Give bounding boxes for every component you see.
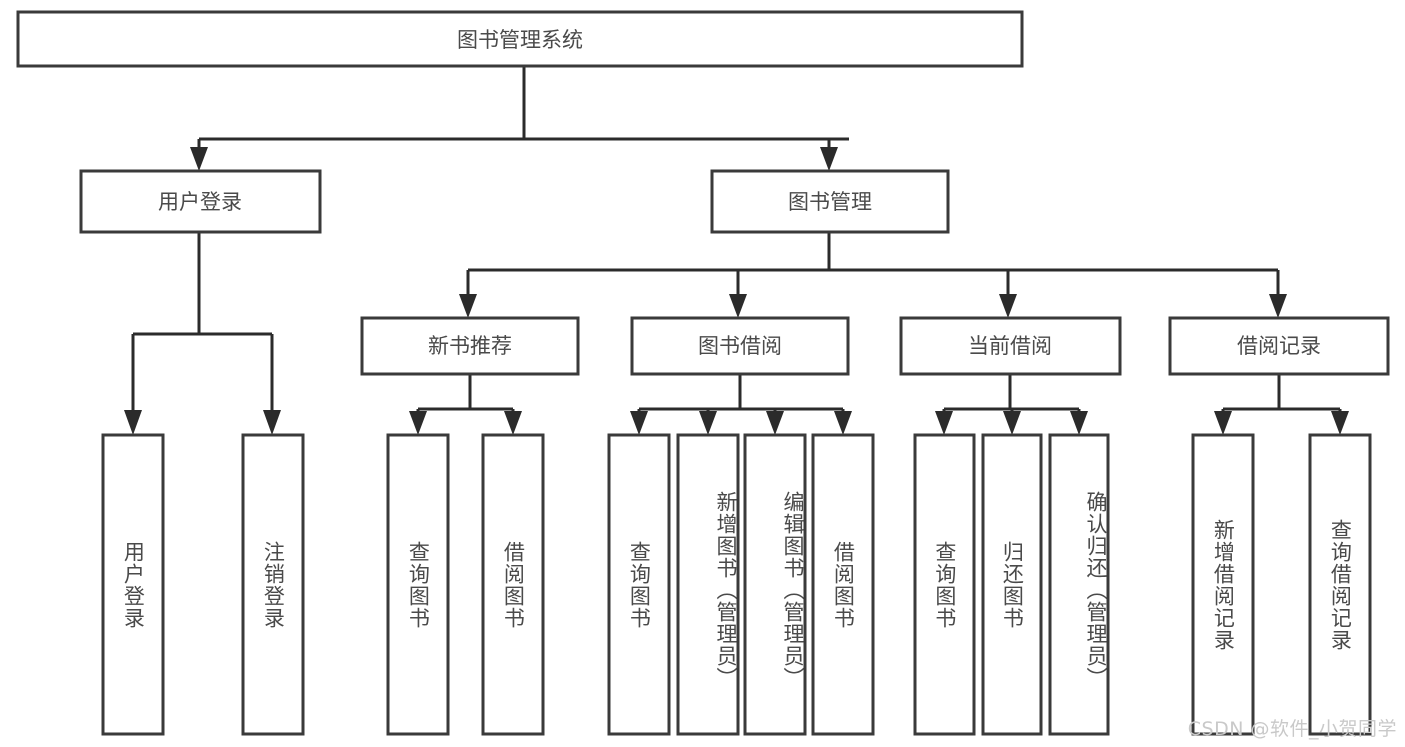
- node-leaf-confirm-return[interactable]: [1048, 433, 1110, 736]
- node-leaf-user-login[interactable]: [101, 433, 165, 736]
- connector-newbook-to-leaves: [409, 374, 522, 435]
- connector-borrowrecord-to-leaves: [1214, 374, 1349, 435]
- node-leaf-borrow-book-2[interactable]: [811, 433, 875, 736]
- node-leaf-query-record[interactable]: [1308, 433, 1372, 736]
- node-leaf-query-book-3[interactable]: [913, 433, 976, 736]
- node-user-login-label: 用户登录: [158, 190, 242, 214]
- node-book-manage[interactable]: 图书管理: [710, 169, 950, 234]
- connector-bookmanage-to-level3: [459, 232, 1287, 318]
- node-root[interactable]: 图书管理系统: [16, 10, 1024, 68]
- node-leaf-query-book-1[interactable]: [386, 433, 450, 736]
- node-leaf-query-book-2[interactable]: [607, 433, 671, 736]
- node-leaf-add-book[interactable]: [676, 433, 740, 736]
- csdn-watermark: CSDN @软件_小贺同学: [1187, 718, 1397, 740]
- connector-bookborrow-to-leaves: [630, 374, 852, 435]
- node-leaf-return-book[interactable]: [981, 433, 1043, 736]
- node-leaf-edit-book[interactable]: [743, 433, 807, 736]
- node-user-login[interactable]: 用户登录: [79, 169, 322, 234]
- node-current-borrow[interactable]: 当前借阅: [899, 316, 1122, 376]
- node-new-book-recommend[interactable]: 新书推荐: [360, 316, 580, 376]
- node-leaf-add-record[interactable]: [1191, 433, 1255, 736]
- node-book-borrow[interactable]: 图书借阅: [630, 316, 850, 376]
- node-borrow-record-label: 借阅记录: [1237, 334, 1321, 358]
- node-current-borrow-label: 当前借阅: [968, 334, 1052, 358]
- connector-userlogin-to-leaves: [124, 232, 281, 435]
- connector-currentborrow-to-leaves: [935, 374, 1088, 435]
- node-book-borrow-label: 图书借阅: [698, 334, 782, 358]
- node-new-book-recommend-label: 新书推荐: [428, 334, 512, 358]
- leaf-boxes: [101, 433, 1372, 736]
- node-root-label: 图书管理系统: [457, 28, 583, 52]
- node-borrow-record[interactable]: 借阅记录: [1168, 316, 1390, 376]
- node-leaf-logout[interactable]: [241, 433, 305, 736]
- node-book-manage-label: 图书管理: [788, 190, 872, 214]
- connector-root-to-level2: [190, 66, 849, 171]
- node-leaf-borrow-book-1[interactable]: [481, 433, 545, 736]
